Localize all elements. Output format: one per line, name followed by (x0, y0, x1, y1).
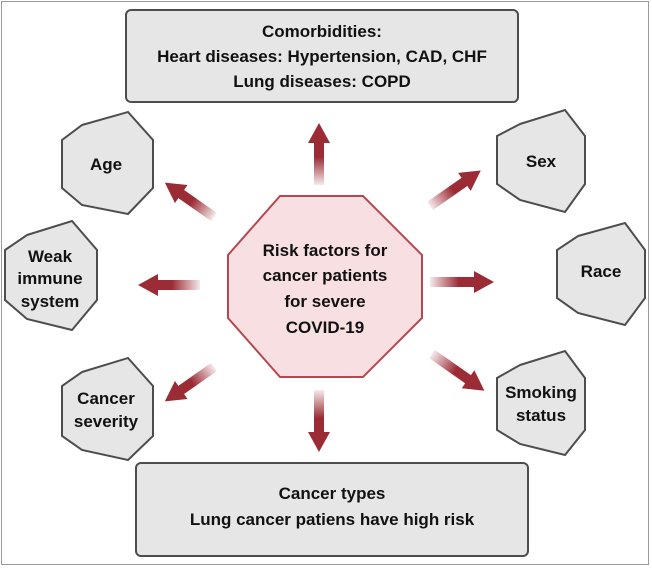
svg-text:COVID-19: COVID-19 (286, 318, 364, 337)
sex-label: Sex (526, 152, 557, 171)
weak-immune-hexagon: Weak immune system (4, 219, 98, 332)
arrow-to-race (430, 271, 494, 293)
age-label: Age (90, 155, 122, 174)
immune-label: immune (17, 269, 82, 288)
weak-label: Weak (28, 247, 73, 266)
svg-text:Lung diseases: COPD: Lung diseases: COPD (233, 72, 411, 91)
svg-text:Smoking: Smoking (505, 383, 577, 402)
cancer-severity-hexagon: Cancer severity (61, 356, 154, 462)
svg-text:Sex: Sex (526, 152, 557, 171)
arrow-to-comorbidities (308, 123, 330, 185)
arrow-to-cancer-types (308, 390, 330, 452)
status-label: status (516, 406, 566, 425)
svg-text:Age: Age (90, 155, 122, 174)
svg-text:cancer patients: cancer patients (263, 266, 388, 285)
svg-text:Lung cancer patiens have high: Lung cancer patiens have high risk (190, 510, 475, 529)
svg-text:Heart diseases: Hypertension,: Heart diseases: Hypertension, CAD, CHF (157, 47, 487, 66)
svg-text:severity: severity (74, 412, 139, 431)
center-line-1: Risk factors for (263, 241, 388, 260)
age-hexagon: Age (61, 110, 154, 216)
severity-label: severity (74, 412, 139, 431)
center-octagon: Risk factors for cancer patients for sev… (227, 195, 423, 378)
cancer-types-title: Cancer types (279, 484, 386, 503)
arrow-to-weak-immune (138, 274, 200, 296)
svg-text:status: status (516, 406, 566, 425)
center-line-2: cancer patients (263, 266, 388, 285)
center-line-3: for severe (284, 292, 365, 311)
svg-text:Weak: Weak (28, 247, 73, 266)
system-label: system (21, 292, 80, 311)
race-hexagon: Race (556, 221, 646, 327)
arrow-to-sex (427, 170, 481, 211)
svg-text:Risk factors for: Risk factors for (263, 241, 388, 260)
comorbidities-title: Comorbidities: (262, 22, 382, 41)
svg-text:Cancer types: Cancer types (279, 484, 386, 503)
arrow-to-cancer-severity (164, 362, 217, 402)
svg-text:system: system (21, 292, 80, 311)
svg-text:immune: immune (17, 269, 82, 288)
center-line-4: COVID-19 (286, 318, 364, 337)
lung-cancer-risk-line: Lung cancer patiens have high risk (190, 510, 475, 529)
svg-text:Comorbidities:: Comorbidities: (262, 22, 382, 41)
svg-text:Race: Race (581, 262, 622, 281)
svg-text:Cancer: Cancer (77, 389, 135, 408)
lung-diseases-line: Lung diseases: COPD (233, 72, 411, 91)
sex-hexagon: Sex (496, 108, 586, 214)
heart-diseases-line: Heart diseases: Hypertension, CAD, CHF (157, 47, 487, 66)
cancer-label: Cancer (77, 389, 135, 408)
comorbidities-box: Comorbidities: Heart diseases: Hypertens… (125, 9, 519, 103)
race-label: Race (581, 262, 622, 281)
arrow-to-smoking (429, 349, 485, 391)
cancer-types-box: Cancer types Lung cancer patiens have hi… (135, 462, 529, 557)
arrow-to-age (164, 182, 217, 222)
smoking-hexagon: Smoking status (496, 349, 586, 457)
svg-text:for severe: for severe (284, 292, 365, 311)
smoking-label: Smoking (505, 383, 577, 402)
